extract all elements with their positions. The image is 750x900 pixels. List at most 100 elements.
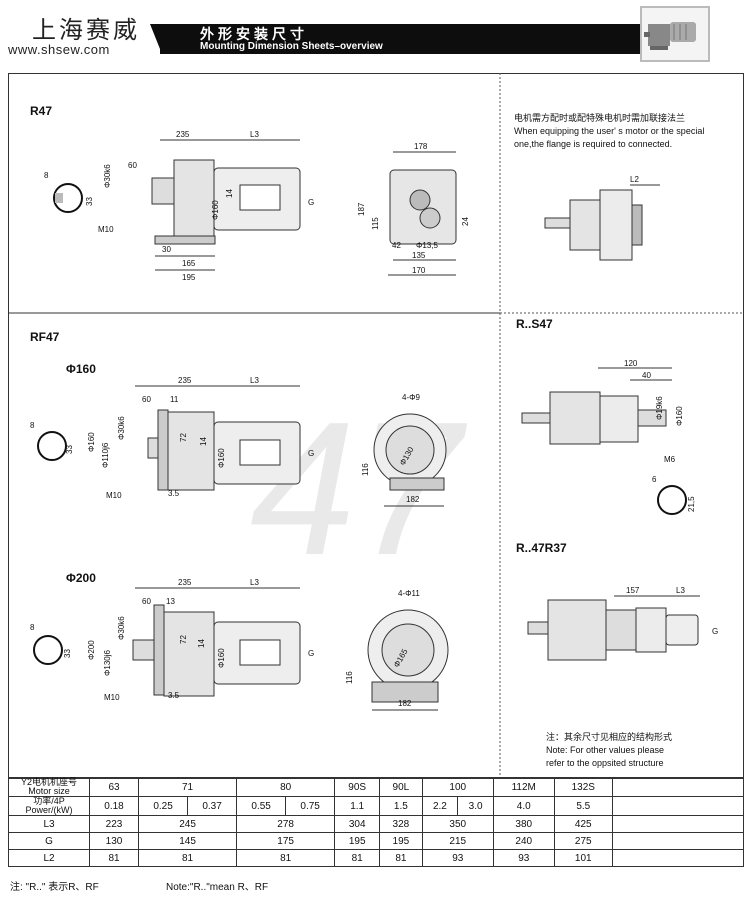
power-label-cn: 功率/4P bbox=[33, 796, 65, 806]
dim-rf160-g: G bbox=[308, 449, 314, 458]
table-cell: 71 bbox=[138, 777, 238, 797]
table-cell-empty bbox=[612, 832, 744, 850]
dim-rf160-holes: 4-Φ9 bbox=[402, 393, 420, 402]
dim-side-135: 135 bbox=[412, 251, 426, 260]
dim-rf160-30k6: Φ30k6 bbox=[117, 416, 126, 440]
dim-rf160-160b: Φ160 bbox=[217, 448, 226, 468]
brand-url: www.shsew.com bbox=[8, 42, 110, 57]
table-cell: 425 bbox=[553, 815, 614, 833]
dim-rf200-m10: M10 bbox=[104, 693, 120, 702]
banner-notch bbox=[150, 24, 162, 54]
table-cell: 350 bbox=[421, 815, 494, 833]
table-cell: 101 bbox=[553, 849, 614, 867]
page-title-cn: 外形安装尺寸 bbox=[200, 26, 308, 42]
table-cell-empty bbox=[612, 777, 744, 797]
dim-side-115: 115 bbox=[371, 217, 380, 230]
table-cell: 81 bbox=[88, 849, 140, 867]
table-cell: 215 bbox=[421, 832, 494, 850]
dim-rf160-110j6: Φ110j6 bbox=[101, 442, 110, 468]
table-cell: 4.0 bbox=[492, 796, 555, 816]
motor-label-cn: Y2电机机座号 bbox=[20, 777, 77, 787]
dim-rf200-130j6: Φ130j6 bbox=[103, 649, 112, 676]
dim-rs47-m6: M6 bbox=[664, 455, 676, 464]
rf47-200-drawing bbox=[33, 587, 449, 711]
label-rf47-160: Φ160 bbox=[66, 362, 96, 376]
dim-r47-30k6: Φ30k6 bbox=[103, 164, 112, 188]
table-cell: 93 bbox=[492, 849, 555, 867]
dim-r47-g: G bbox=[308, 198, 314, 207]
dim-side-42: 42 bbox=[392, 241, 401, 250]
table-cell: 0.37 bbox=[187, 796, 238, 816]
dim-r47r37-157: 157 bbox=[626, 586, 640, 595]
motor-label-en: Motor size bbox=[28, 786, 70, 796]
dim-rf160-11: 11 bbox=[170, 395, 179, 404]
dim-rf160-l3: L3 bbox=[250, 376, 259, 385]
dim-l2: L2 bbox=[630, 175, 639, 184]
dim-r47r37-g: G bbox=[712, 627, 718, 636]
table-cell: 275 bbox=[553, 832, 614, 850]
dim-rf160-160: Φ160 bbox=[87, 432, 96, 452]
dim-side-24: 24 bbox=[461, 217, 470, 226]
table-cell: 175 bbox=[236, 832, 336, 850]
dim-rf160-8: 8 bbox=[30, 421, 35, 430]
dim-r47-60: 60 bbox=[128, 161, 137, 170]
table-cell: 80 bbox=[236, 777, 336, 797]
motor-note-cn: 电机需方配时或配特殊电机时需加联接法兰 bbox=[514, 113, 686, 123]
table-cell: 0.55 bbox=[236, 796, 287, 816]
dim-rf200-72: 72 bbox=[179, 635, 188, 644]
dim-r47-l3: L3 bbox=[250, 130, 259, 139]
dim-r47-235: 235 bbox=[176, 130, 190, 139]
table-cell: 81 bbox=[138, 849, 238, 867]
dim-rs47-40: 40 bbox=[642, 371, 651, 380]
dim-rf200-13: 13 bbox=[166, 597, 175, 606]
table-cell: 93 bbox=[421, 849, 494, 867]
dim-side-187: 187 bbox=[357, 202, 366, 216]
table-cell: 5.5 bbox=[553, 796, 614, 816]
page-title-en: Mounting Dimension Sheets–overview bbox=[200, 41, 383, 52]
dim-r47-14: 14 bbox=[225, 189, 234, 198]
dim-rf200-g: G bbox=[308, 649, 314, 658]
other-note-en2: refer to the oppsited structure bbox=[546, 758, 664, 768]
table-cell: 240 bbox=[492, 832, 555, 850]
rs47-drawing bbox=[521, 367, 687, 515]
table-cell: 90S bbox=[334, 777, 381, 797]
table-cell: 81 bbox=[379, 849, 423, 867]
table-cell-empty bbox=[612, 815, 744, 833]
dim-r47r37-l3: L3 bbox=[676, 586, 685, 595]
dim-rf200-116: 116 bbox=[345, 671, 354, 684]
dim-rf200-200: Φ200 bbox=[87, 640, 96, 660]
row-label: L2 bbox=[8, 849, 90, 867]
table-cell: 328 bbox=[379, 815, 423, 833]
row-label: L3 bbox=[8, 815, 90, 833]
table-cell: 100 bbox=[421, 777, 494, 797]
dim-rf160-116: 116 bbox=[361, 463, 370, 476]
other-note-cn: 注：其余尺寸见相应的结构形式 bbox=[546, 732, 673, 742]
table-cell: 132S bbox=[553, 777, 614, 797]
table-cell: 195 bbox=[379, 832, 423, 850]
dim-rf160-235: 235 bbox=[178, 376, 192, 385]
label-rf47: RF47 bbox=[30, 330, 60, 344]
dim-rf200-160: Φ160 bbox=[217, 648, 226, 668]
table-row-l2: L2 81 81 81 81 81 93 93 101 bbox=[8, 849, 744, 867]
table-cell: 1.1 bbox=[334, 796, 381, 816]
reducer-thumbnail-image bbox=[640, 6, 710, 62]
dim-rf160-182: 182 bbox=[406, 495, 420, 504]
footer-note-en: Note:"R.."mean R、RF bbox=[166, 882, 269, 893]
dim-side-13-5: Φ13,5 bbox=[416, 241, 439, 250]
table-cell: 112M bbox=[492, 777, 555, 797]
table-cell: 0.75 bbox=[285, 796, 336, 816]
table-cell: 2.2 bbox=[421, 796, 459, 816]
table-cell: 195 bbox=[334, 832, 381, 850]
table-cell: 81 bbox=[334, 849, 381, 867]
dim-r47-195: 195 bbox=[182, 273, 196, 282]
motor-note-en1: When equipping the user' s motor or the … bbox=[514, 126, 705, 136]
table-cell-empty bbox=[612, 796, 744, 816]
power-label-en: Power/(kW) bbox=[25, 805, 73, 815]
r47r37-drawing bbox=[527, 595, 700, 661]
dim-rf200-33: 33 bbox=[63, 649, 72, 658]
rf47-160-drawing bbox=[37, 385, 447, 507]
